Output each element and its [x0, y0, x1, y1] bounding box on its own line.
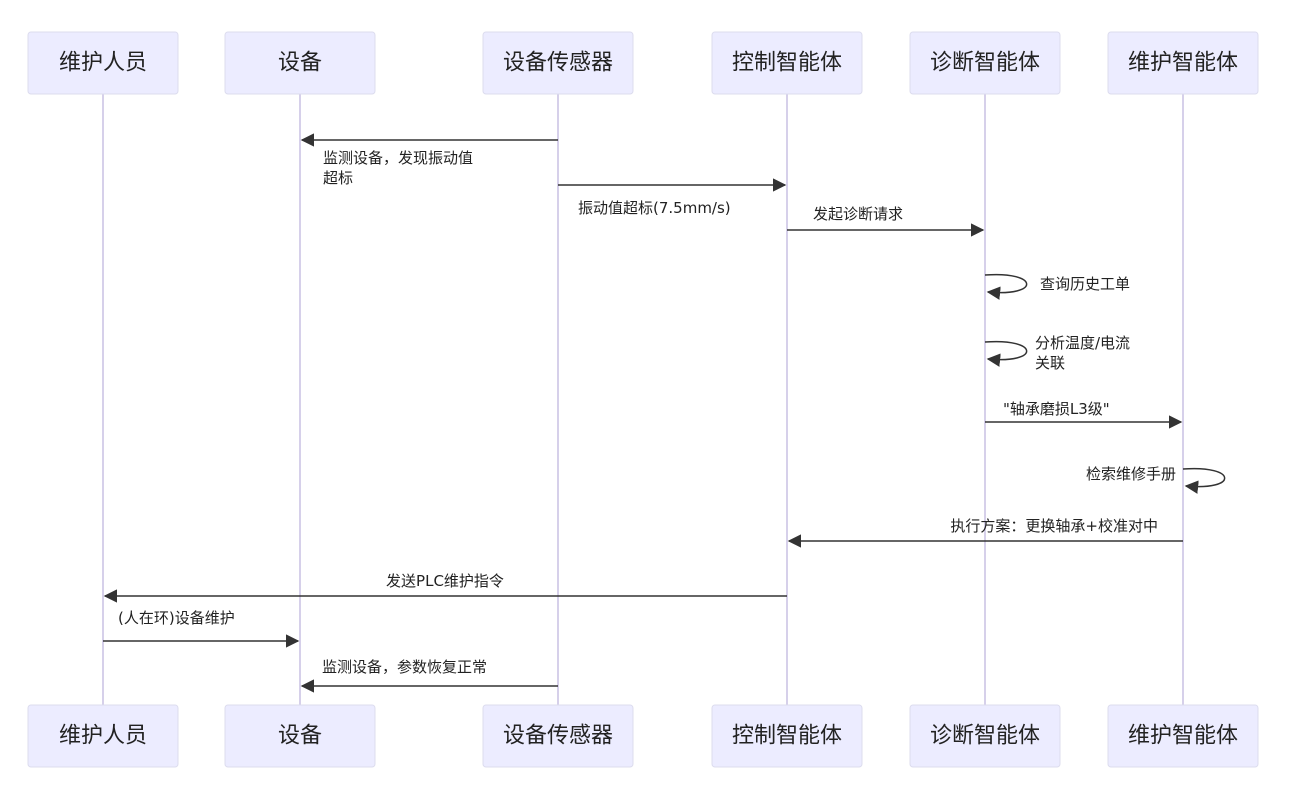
participant-box	[482, 704, 634, 768]
participant-control-top[interactable]: 控制智能体	[711, 31, 863, 95]
participant-label: 设备	[278, 724, 322, 749]
participant-sensor-bottom[interactable]: 设备传感器	[482, 704, 634, 768]
participant-box	[711, 704, 863, 768]
participant-maintainer-bottom[interactable]: 维护人员	[27, 704, 179, 768]
participant-label: 设备传感器	[503, 51, 613, 76]
message-label: 发送PLC维护指令	[386, 572, 504, 590]
message-label: 振动值超标(7.5mm/s)	[578, 199, 731, 217]
message-label: 查询历史工单	[1040, 275, 1130, 293]
participant-control-bottom[interactable]: 控制智能体	[711, 704, 863, 768]
message-7: 检索维修手册	[1086, 465, 1226, 494]
message-label: "轴承磨损L3级"	[1003, 400, 1110, 418]
message-3: 发起诊断请求	[787, 205, 985, 237]
participant-label: 维护智能体	[1128, 51, 1238, 76]
self-loop-arrow	[984, 340, 1028, 367]
participant-box	[909, 704, 1061, 768]
participant-box	[27, 31, 179, 95]
message-2: 振动值超标(7.5mm/s)	[558, 178, 787, 217]
message-label: 执行方案：更换轴承+校准对中	[950, 517, 1158, 535]
participant-label: 控制智能体	[732, 51, 842, 76]
participant-box	[1107, 704, 1259, 768]
participant-diagnosis-bottom[interactable]: 诊断智能体	[909, 704, 1061, 768]
self-loop-arrow	[984, 273, 1028, 300]
participant-label: 设备	[278, 51, 322, 76]
message-label: 监测设备，参数恢复正常	[322, 658, 487, 676]
self-loop-arrow	[1182, 467, 1226, 494]
message-label: 监测设备，发现振动值	[323, 149, 473, 167]
participant-box	[711, 31, 863, 95]
participant-label: 诊断智能体	[930, 724, 1040, 749]
participant-device-bottom[interactable]: 设备	[224, 704, 376, 768]
message-9: 发送PLC维护指令	[103, 572, 787, 603]
participant-sensor-top[interactable]: 设备传感器	[482, 31, 634, 95]
message-label: (人在环)设备维护	[118, 609, 235, 627]
participant-label: 维护智能体	[1128, 724, 1238, 749]
participant-label: 设备传感器	[503, 724, 613, 749]
participant-label: 维护人员	[59, 51, 147, 76]
participant-maintainer-top[interactable]: 维护人员	[27, 31, 179, 95]
participant-box	[224, 31, 376, 95]
participant-box	[1107, 31, 1259, 95]
participant-box	[224, 704, 376, 768]
participant-label: 维护人员	[59, 724, 147, 749]
participant-maintenance-bottom[interactable]: 维护智能体	[1107, 704, 1259, 768]
participant-box	[27, 704, 179, 768]
message-label: 发起诊断请求	[813, 205, 903, 223]
participant-device-top[interactable]: 设备	[224, 31, 376, 95]
message-11: 监测设备，参数恢复正常	[300, 658, 558, 693]
message-8: 执行方案：更换轴承+校准对中	[787, 517, 1183, 548]
participant-box	[482, 31, 634, 95]
message-6: "轴承磨损L3级"	[985, 400, 1183, 429]
participant-label: 诊断智能体	[930, 51, 1040, 76]
participant-diagnosis-top[interactable]: 诊断智能体	[909, 31, 1061, 95]
message-label: 检索维修手册	[1086, 465, 1176, 483]
message-label: 超标	[323, 169, 353, 187]
participant-box	[909, 31, 1061, 95]
message-4: 查询历史工单	[984, 273, 1130, 300]
participant-maintenance-top[interactable]: 维护智能体	[1107, 31, 1259, 95]
message-label: 分析温度/电流	[1035, 334, 1130, 352]
participant-label: 控制智能体	[732, 724, 842, 749]
message-label: 关联	[1035, 354, 1065, 372]
message-10: (人在环)设备维护	[103, 609, 300, 648]
